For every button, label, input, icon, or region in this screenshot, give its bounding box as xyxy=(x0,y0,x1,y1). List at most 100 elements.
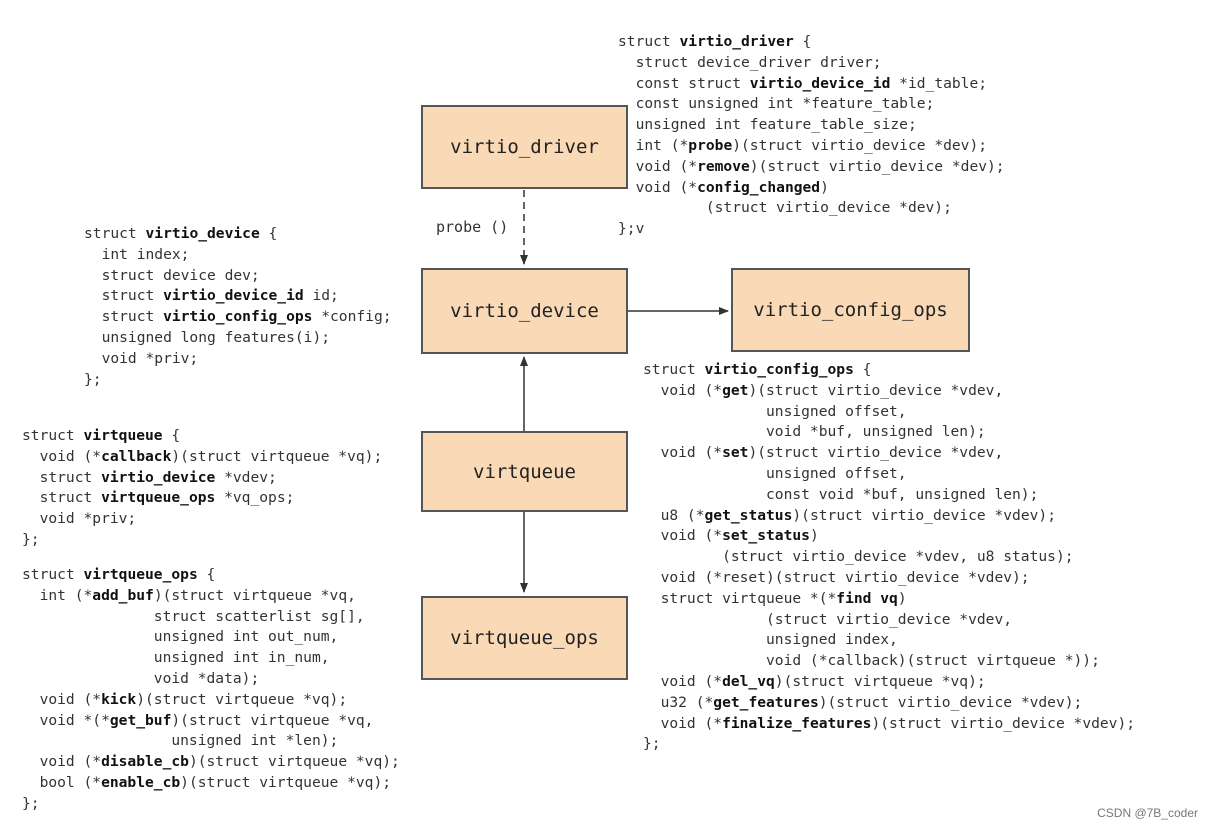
code-text: unsigned int out_num, xyxy=(22,628,339,646)
code-line: (struct virtio_device *vdev, xyxy=(643,610,1135,631)
code-line: void (*callback)(struct virtqueue *vq); xyxy=(22,447,383,468)
code-line: };v xyxy=(618,219,1005,240)
code-text: { xyxy=(793,33,812,50)
code-text: void (* xyxy=(643,672,723,690)
code-identifier: remove xyxy=(697,157,750,175)
code-text: { xyxy=(197,566,216,583)
code-text: struct xyxy=(643,361,705,378)
code-text: )(struct virtio_device *dev); xyxy=(732,136,988,154)
watermark: CSDN @7B_coder xyxy=(1097,806,1198,820)
probe-label: probe () xyxy=(436,218,509,236)
code-text: ) xyxy=(820,178,829,196)
code-line: }; xyxy=(22,530,382,551)
code-text: )(struct virtio_device *vdev); xyxy=(871,714,1136,732)
code-line: void *(*get_buf)(struct virtqueue *vq, xyxy=(22,711,400,732)
code-line: const unsigned int *feature_table; xyxy=(618,94,1005,115)
code-text: void (* xyxy=(22,447,102,465)
code-identifier: add_buf xyxy=(92,586,154,604)
code-text: struct xyxy=(618,33,680,50)
code-identifier: probe xyxy=(688,136,733,154)
virtio-config-ops-struct: struct virtio_config_ops { void (*get)(s… xyxy=(643,360,1135,755)
code-text: *vdev; xyxy=(215,468,277,486)
code-line: struct virtio_device { xyxy=(84,224,392,245)
code-text: const struct xyxy=(618,74,750,92)
virtio-driver-struct: struct virtio_driver { struct device_dri… xyxy=(618,32,1005,240)
code-text: unsigned int in_num, xyxy=(22,649,330,667)
code-text: )(struct virtio_device *vdev); xyxy=(818,693,1083,711)
code-identifier: del_vq xyxy=(722,672,775,690)
code-identifier: virtio_device_id xyxy=(163,287,304,305)
code-text: struct scatterlist sg[], xyxy=(22,607,365,625)
code-identifier: virtio_config_ops xyxy=(163,308,313,326)
code-text: )(struct virtio_device *vdev, xyxy=(748,381,1004,399)
code-line: (struct virtio_device *vdev, u8 status); xyxy=(643,547,1135,568)
code-line: u8 (*get_status)(struct virtio_device *v… xyxy=(643,506,1135,527)
code-line: int (*add_buf)(struct virtqueue *vq, xyxy=(22,586,400,607)
code-text: void (* xyxy=(643,527,723,545)
code-line: struct device dev; xyxy=(84,266,392,287)
code-text: )(struct virtqueue *vq); xyxy=(188,753,400,771)
code-text: { xyxy=(853,361,872,378)
code-text: { xyxy=(162,427,181,444)
code-line: const void *buf, unsigned len); xyxy=(643,485,1135,506)
code-text: )(struct virtio_device *vdev, xyxy=(748,444,1004,462)
code-text: void *(* xyxy=(22,711,110,729)
code-line: }; xyxy=(643,734,1135,755)
code-text: )(struct virtqueue *vq); xyxy=(180,773,392,791)
code-line: unsigned long features(i); xyxy=(84,328,392,349)
code-identifier: find vq xyxy=(836,589,898,607)
code-text: };v xyxy=(618,220,645,238)
code-text: void (* xyxy=(618,157,698,175)
code-text: ) xyxy=(897,589,907,607)
code-identifier: set_status xyxy=(722,527,810,545)
code-line: unsigned int out_num, xyxy=(22,627,400,648)
code-line: bool (*enable_cb)(struct virtqueue *vq); xyxy=(22,773,400,794)
code-text: )(struct virtio_device *dev); xyxy=(749,157,1005,175)
code-line: void (*finalize_features)(struct virtio_… xyxy=(643,714,1135,735)
virtio-device-struct: struct virtio_device { int index; struct… xyxy=(84,224,392,390)
code-identifier: virtio_device xyxy=(145,225,260,242)
code-text: void *priv; xyxy=(84,349,199,367)
code-line: void (*disable_cb)(struct virtqueue *vq)… xyxy=(22,752,400,773)
virtqueue-box: virtqueue xyxy=(421,431,628,512)
code-line: void (*get)(struct virtio_device *vdev, xyxy=(643,381,1135,402)
code-line: unsigned int in_num, xyxy=(22,648,400,669)
code-line: struct virtio_config_ops *config; xyxy=(84,307,392,328)
code-identifier: get_features xyxy=(713,693,819,711)
code-text: void (*reset)(struct virtio_device *vdev… xyxy=(643,568,1030,586)
code-line: unsigned offset, xyxy=(643,464,1135,485)
code-line: void *priv; xyxy=(84,349,392,370)
code-text: void *data); xyxy=(22,669,260,687)
code-text: )(struct virtqueue *vq); xyxy=(171,447,383,465)
code-identifier: finalize_features xyxy=(722,714,872,732)
code-text: (struct virtio_device *vdev, xyxy=(643,610,1013,628)
code-text: bool (* xyxy=(22,773,102,791)
code-line: const struct virtio_device_id *id_table; xyxy=(618,74,1005,95)
code-text: }; xyxy=(22,794,40,812)
code-text: u8 (* xyxy=(643,506,705,524)
code-line: struct virtio_config_ops { xyxy=(643,360,1135,381)
code-line: unsigned offset, xyxy=(643,402,1135,423)
code-identifier: virtqueue_ops xyxy=(83,566,198,583)
code-text: (struct virtio_device *dev); xyxy=(618,199,952,217)
code-identifier: virtio_device_id xyxy=(749,74,891,92)
code-identifier: disable_cb xyxy=(101,753,189,771)
code-line: unsigned int *len); xyxy=(22,731,400,752)
code-text: void *buf, unsigned len); xyxy=(643,423,986,441)
code-text: int (* xyxy=(618,136,689,154)
code-text: unsigned offset, xyxy=(643,464,907,482)
code-text: int index; xyxy=(84,245,190,263)
code-identifier: virtio_config_ops xyxy=(704,361,854,378)
code-line: struct scatterlist sg[], xyxy=(22,607,400,628)
code-identifier: kick xyxy=(101,690,137,708)
code-line: void (*callback)(struct virtqueue *)); xyxy=(643,651,1135,672)
code-text: struct xyxy=(22,468,102,486)
code-line: int index; xyxy=(84,245,392,266)
code-line: void *data); xyxy=(22,669,400,690)
code-line: void (*reset)(struct virtio_device *vdev… xyxy=(643,568,1135,589)
code-text: }; xyxy=(84,370,102,388)
virtqueue-ops-struct: struct virtqueue_ops { int (*add_buf)(st… xyxy=(22,565,400,815)
code-line: void *priv; xyxy=(22,509,382,530)
code-line: void (*kick)(struct virtqueue *vq); xyxy=(22,690,400,711)
